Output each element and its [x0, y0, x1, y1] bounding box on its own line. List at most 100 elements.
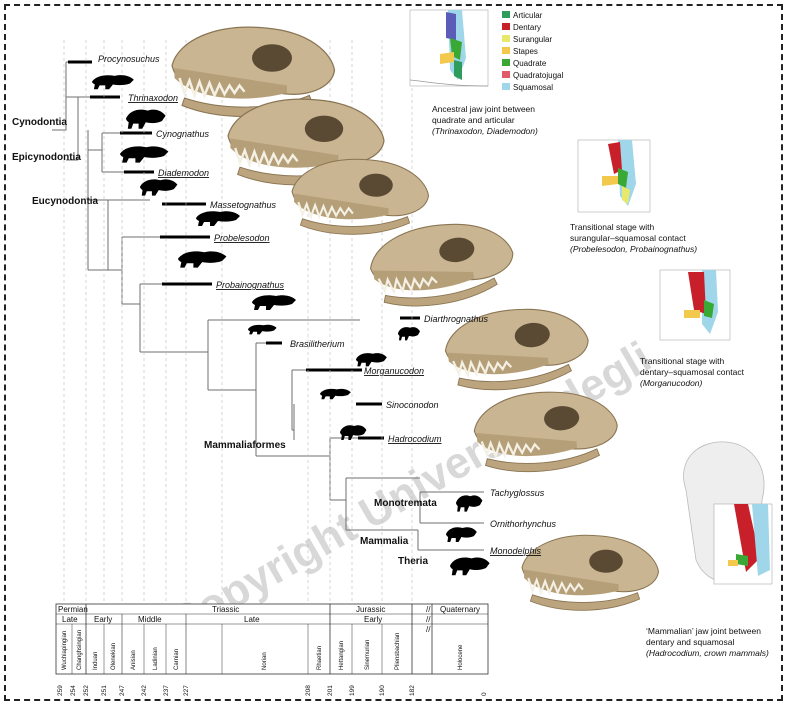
legend-swatch-dentary — [502, 23, 510, 30]
phylogeny-tree — [52, 61, 484, 551]
stage-label: Changhsingian — [77, 630, 83, 670]
timescale: // // // Permian Triassic Jurassic Quate… — [55, 603, 489, 696]
label-tachyglossus: Tachyglossus — [490, 488, 545, 498]
legend-label-stapes: Stapes — [513, 47, 538, 56]
silhouette-thrinaxodon — [126, 109, 166, 129]
silhouette-massetognathus — [196, 211, 240, 226]
silhouette-ornithorhynchus — [446, 527, 477, 542]
legend-swatch-surangular — [502, 35, 510, 42]
stage-label: Hettangian — [339, 641, 345, 670]
caption-2: Transitional stage with surangular–squam… — [570, 222, 697, 254]
label-morganucodon: Morganucodon — [364, 366, 424, 376]
legend-swatch-quadrate — [502, 59, 510, 66]
label-ornithorhynchus: Ornithorhynchus — [490, 519, 557, 529]
label-sinoconodon: Sinoconodon — [386, 400, 439, 410]
tick-label: 254 — [70, 685, 77, 696]
caption-3-line-3: (Morganucodon) — [640, 378, 703, 388]
tick-label: 182 — [409, 685, 416, 696]
stage-label: Carnian — [174, 649, 180, 670]
break-mark: // — [426, 615, 431, 624]
label-hadrocodium: Hadrocodium — [388, 434, 442, 444]
legend-label-surangular: Surangular — [513, 35, 552, 44]
tick-label: 190 — [379, 685, 386, 696]
caption-4-line-3: (Hadrocodium, crown mammals) — [646, 648, 769, 658]
caption-1: Ancestral jaw joint between quadrate and… — [432, 104, 538, 136]
tick-label: 199 — [349, 685, 356, 696]
stage-label: Olenekian — [111, 643, 117, 670]
clade-monotremata: Monotremata — [374, 498, 437, 509]
legend-label-dentary: Dentary — [513, 23, 541, 32]
caption-2-line-2: surangular–squamosal contact — [570, 233, 686, 243]
label-massetognathus: Massetognathus — [210, 200, 277, 210]
jaw-diagram-3 — [659, 269, 731, 341]
caption-4: ‘Mammalian’ jaw joint between dentary an… — [646, 626, 769, 658]
silhouette-procynosuchus — [92, 75, 134, 90]
epoch-early-jurassic: Early — [364, 615, 382, 624]
silhouette-probelesodon — [178, 251, 227, 268]
break-mark: // — [426, 625, 431, 634]
clade-epicynodontia: Epicynodontia — [12, 152, 81, 163]
caption-3-line-2: dentary–squamosal contact — [640, 367, 745, 377]
silhouette-brasilitherium — [248, 324, 277, 335]
stage-label: Rhaetian — [317, 646, 323, 670]
caption-4-line-1: ‘Mammalian’ jaw joint between — [646, 626, 761, 636]
stage-label: Holocene — [458, 644, 464, 670]
tick-label: 237 — [163, 685, 170, 696]
legend-swatch-articular — [502, 11, 510, 18]
label-thrinaxodon: Thrinaxodon — [128, 93, 178, 103]
dashed-frame — [4, 4, 783, 701]
legend-swatch-squamosal — [502, 83, 510, 90]
label-cynognathus: Cynognathus — [156, 129, 210, 139]
legend-swatch-stapes — [502, 47, 510, 54]
label-diarthrognathus: Diarthrognathus — [424, 314, 489, 324]
watermark: Copyright Università degli — [161, 332, 660, 648]
label-probelesodon: Probelesodon — [214, 233, 270, 243]
epoch-late-triassic: Late — [244, 615, 260, 624]
caption-3: Transitional stage with dentary–squamosa… — [640, 356, 745, 388]
period-quaternary: Quaternary — [440, 605, 480, 614]
tick-label: 242 — [141, 685, 148, 696]
tick-label: 208 — [305, 685, 312, 696]
clade-eucynodontia: Eucynodontia — [32, 196, 99, 207]
epoch-early-triassic: Early — [94, 615, 112, 624]
tick-label: 251 — [101, 685, 108, 696]
silhouette-monodelphis — [450, 557, 490, 576]
period-jurassic: Jurassic — [356, 605, 385, 614]
tick-label: 227 — [183, 685, 190, 696]
legend-label-quadratojugal: Quadratojugal — [513, 71, 563, 80]
legend-label-quadrate: Quadrate — [513, 59, 547, 68]
label-probainognathus: Probainognathus — [216, 280, 285, 290]
silhouette-probainognathus — [252, 295, 296, 310]
stage-label: Sinemurian — [365, 640, 371, 670]
clade-labels: Cynodontia Epicynodontia Eucynodontia Ma… — [12, 117, 437, 567]
time-gridlines — [63, 40, 413, 604]
silhouette-diarthrognathus — [398, 327, 420, 341]
stage-label: Wuchiapingian — [62, 631, 68, 670]
legend-swatch-quadratojugal — [502, 71, 510, 78]
period-permian: Permian — [58, 605, 88, 614]
silhouette-tachyglossus — [456, 495, 483, 512]
caption-2-line-1: Transitional stage with — [570, 222, 655, 232]
stage-label: Induan — [93, 652, 99, 670]
legend-label-articular: Articular — [513, 11, 543, 20]
label-diademodon: Diademodon — [158, 168, 209, 178]
caption-2-line-3: (Probelesodon, Probainognathus) — [570, 244, 697, 254]
stage-label: Pliensbachian — [395, 633, 401, 670]
jaw-diagram-1 — [409, 9, 489, 87]
tick-label: 259 — [57, 685, 64, 696]
caption-1-line-2: quadrate and articular — [432, 115, 515, 125]
break-mark: // — [426, 605, 431, 614]
caption-4-line-2: dentary and squamosal — [646, 637, 734, 647]
clade-mammaliaformes: Mammaliaformes — [204, 440, 286, 451]
tick-label: 252 — [83, 685, 90, 696]
tick-label: 201 — [327, 685, 334, 696]
clade-cynodontia: Cynodontia — [12, 117, 67, 128]
skull-monodelphis — [520, 534, 660, 612]
taxon-labels: Procynosuchus Thrinaxodon Cynognathus Di… — [98, 54, 557, 556]
jaw-diagram-4 — [683, 441, 773, 585]
silhouette-sinoconodon — [320, 388, 351, 400]
caption-1-line-3: (Thrinaxodon, Diademodon) — [432, 126, 538, 136]
legend-label-squamosal: Squamosal — [513, 83, 553, 92]
